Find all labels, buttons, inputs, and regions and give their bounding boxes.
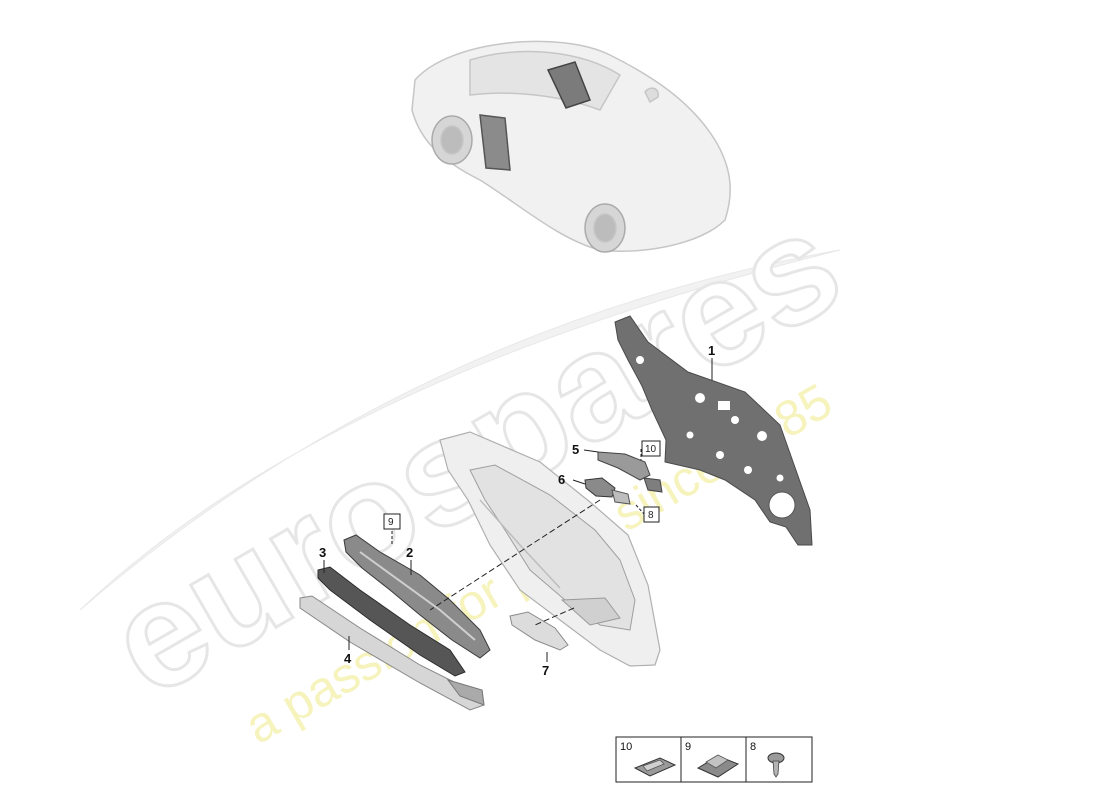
boxed-ref-10: 10	[641, 440, 661, 457]
part-3-trim-strip	[317, 566, 466, 677]
boxed-ref-8: 8	[643, 506, 660, 523]
part-7-trim-insert	[509, 611, 569, 651]
clip-nut-icon	[696, 754, 740, 778]
leader-lines	[323, 358, 713, 662]
legend-number-9: 9	[685, 741, 691, 753]
svg-text:8: 8	[648, 510, 654, 521]
callout-2: 2	[406, 545, 413, 560]
part-2-trim-frame	[343, 534, 491, 659]
boxed-ref-9: 9	[383, 513, 401, 530]
callout-7: 7	[542, 663, 549, 678]
callout-5: 5	[572, 442, 579, 457]
part-1-insulation-panel	[614, 315, 813, 546]
callout-4: 4	[344, 651, 352, 666]
svg-text:9: 9	[388, 517, 394, 528]
part-4-armrest-trim	[299, 595, 485, 711]
legend-number-8: 8	[750, 741, 756, 753]
callout-3: 3	[319, 545, 326, 560]
part-6-switch	[584, 477, 631, 505]
fastener-legend: 10 9 8	[615, 736, 813, 783]
svg-text:10: 10	[645, 444, 657, 455]
vehicle-illustration	[411, 40, 731, 253]
watermark-swoosh	[79, 249, 841, 611]
clip-icon	[633, 757, 677, 777]
callout-1: 1	[708, 343, 715, 358]
door-trim-panel	[439, 431, 661, 667]
screw-icon	[767, 752, 785, 778]
part-5-handle-bracket	[597, 451, 663, 493]
legend-number-10: 10	[620, 741, 632, 753]
callout-6: 6	[558, 472, 565, 487]
